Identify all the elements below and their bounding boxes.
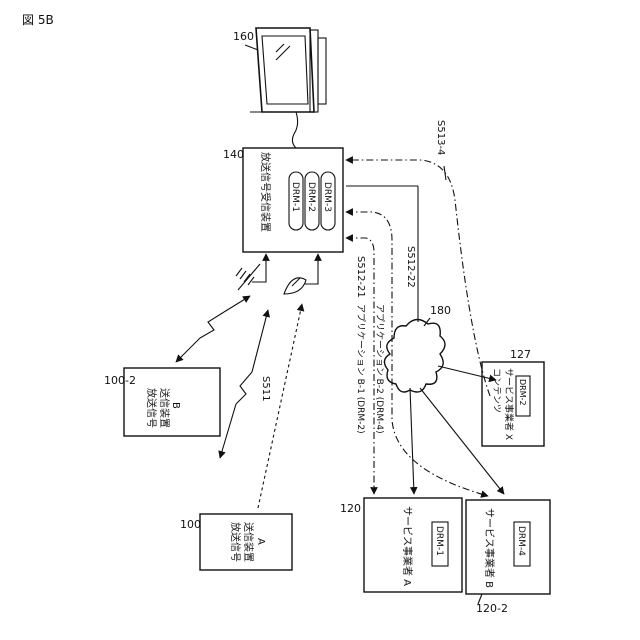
- provider-a-box: [364, 498, 462, 592]
- signal-s511: S511: [260, 376, 271, 401]
- signal-s512-21: S512-21: [355, 256, 366, 298]
- provider-b-drm: DRM-4: [516, 526, 526, 556]
- wireless-link-b: [176, 296, 250, 362]
- tx-b-line3: B: [170, 402, 181, 409]
- signal-s512-22: S512-22: [405, 246, 416, 288]
- tx-a-ref: 100: [180, 518, 201, 531]
- provider-b-box: [466, 500, 550, 594]
- provider-x-line1: コンテンツ: [491, 368, 502, 413]
- receiver-title: 放送信号受信装置: [259, 152, 272, 232]
- tv-ref: 160: [233, 30, 254, 43]
- network-ref: 180: [430, 304, 451, 317]
- tx-b-line1: 放送信号: [145, 388, 158, 428]
- network-cloud: [384, 319, 445, 392]
- provider-x-ref: 127: [510, 348, 531, 361]
- provider-b-ref: 120-2: [476, 602, 508, 615]
- receiver-ref: 140: [223, 148, 244, 161]
- drm-slot-1: DRM-1: [290, 182, 300, 212]
- tx-a-line1: 放送信号: [229, 522, 242, 562]
- provider-x-line2: サービス事業者 X: [503, 368, 515, 440]
- tv-monitor: [250, 28, 326, 112]
- satellite-dish-icon: [284, 254, 318, 294]
- provider-a-title: サービス事業者 A: [401, 506, 414, 586]
- tx-a-line2: 送信装置: [242, 522, 255, 562]
- drm-slot-3: DRM-3: [322, 182, 332, 212]
- tx-b-line2: 送信装置: [158, 388, 171, 428]
- satellite-link: [258, 304, 302, 508]
- tx-a-line3: A: [255, 538, 266, 545]
- label-app-b2: アプリケーション B-2 (DRM-4): [374, 304, 385, 434]
- signal-s513-4: S513-4: [435, 120, 446, 155]
- provider-x-drm: DRM-2: [518, 379, 527, 406]
- provider-a-ref: 120: [340, 502, 361, 515]
- antenna-icon: [236, 254, 266, 290]
- provider-a-drm: DRM-1: [434, 526, 444, 556]
- provider-b-title: サービス事業者 B: [483, 508, 496, 588]
- drm-slot-2: DRM-2: [306, 182, 316, 212]
- label-app-b1: アプリケーション B-1 (DRM-2): [355, 304, 366, 434]
- tx-b-ref: 100-2: [104, 374, 136, 387]
- figure-label: 図 5B: [22, 13, 54, 27]
